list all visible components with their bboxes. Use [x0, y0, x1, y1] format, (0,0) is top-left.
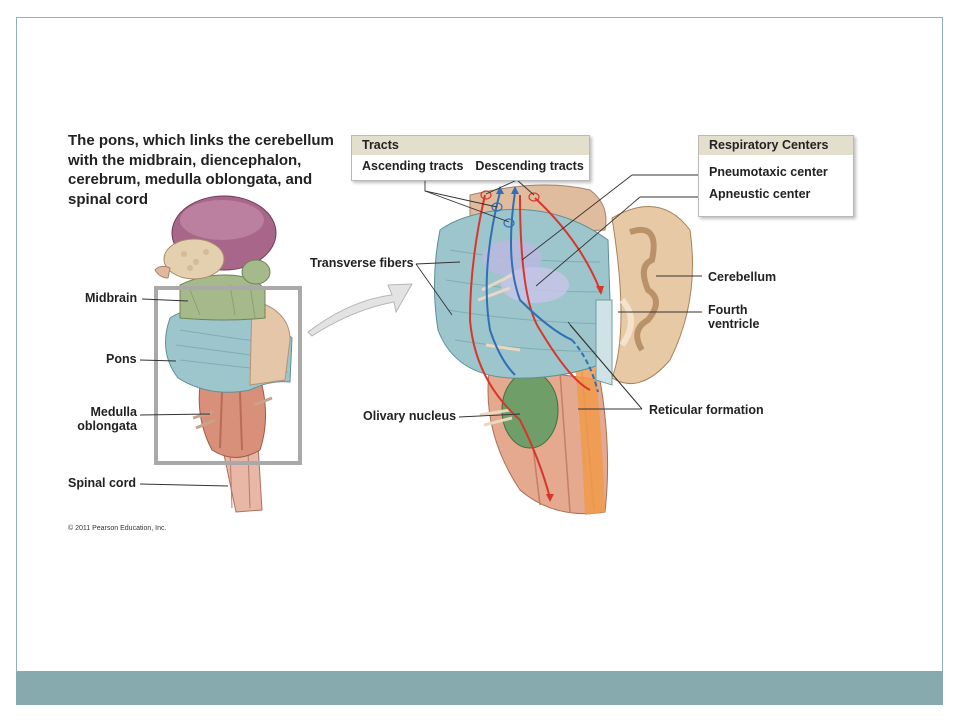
tracts-box-title: Tracts	[352, 136, 589, 155]
respiratory-box-title: Respiratory Centers	[699, 136, 853, 155]
copyright-notice: © 2011 Pearson Education, Inc.	[68, 525, 167, 532]
label-ascending-tracts: Ascending tracts	[362, 159, 464, 173]
label-spinal-cord: Spinal cord	[68, 476, 137, 490]
label-pons: Pons	[106, 352, 137, 366]
label-reticular-formation: Reticular formation	[649, 403, 764, 417]
respiratory-centers-box: Respiratory Centers Pneumotaxic center A…	[698, 135, 854, 217]
label-fourth-ventricle-line2: ventricle	[708, 317, 760, 331]
label-apneustic-center: Apneustic center	[709, 187, 811, 201]
tracts-legend-box: Tracts Ascending tracts Descending tract…	[351, 135, 590, 181]
label-medulla-line2: oblongata	[77, 419, 137, 433]
left-brainstem-drawing	[154, 195, 302, 513]
label-medulla-line1: Medulla	[90, 405, 137, 419]
label-midbrain: Midbrain	[85, 291, 138, 305]
figure-caption: The pons, which links the cerebellum wit…	[68, 132, 334, 208]
footer-bar	[16, 671, 943, 705]
label-transverse-fibers: Transverse fibers	[310, 256, 414, 270]
label-pneumotaxic-center: Pneumotaxic center	[709, 165, 828, 179]
label-fourth-ventricle-line1: Fourth	[708, 303, 748, 317]
magnify-arrow	[307, 283, 413, 337]
leader-lines	[139, 174, 702, 487]
label-cerebellum: Cerebellum	[708, 270, 777, 284]
label-olivary-nucleus: Olivary nucleus	[363, 409, 457, 423]
right-pons-drawing	[433, 184, 693, 515]
label-descending-tracts: Descending tracts	[475, 159, 584, 173]
